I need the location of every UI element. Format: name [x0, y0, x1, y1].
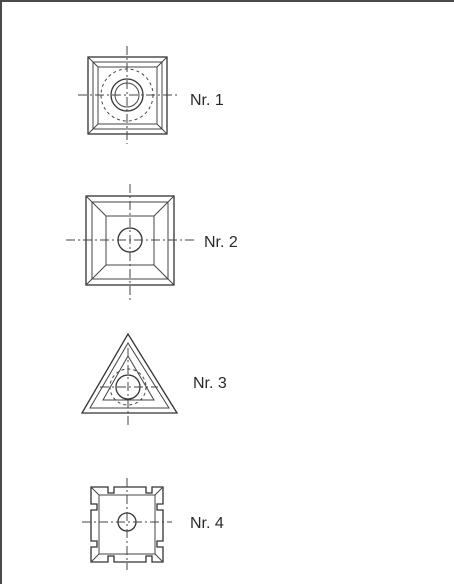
- insert-4-drawing: [82, 478, 172, 570]
- insert-3-label: Nr. 3: [193, 375, 227, 392]
- insert-2-label: Nr. 2: [204, 234, 238, 251]
- insert-1-label: Nr. 1: [190, 92, 224, 109]
- insert-2-drawing: [66, 184, 194, 300]
- insert-3-drawing: [80, 332, 179, 425]
- insert-4-label: Nr. 4: [190, 515, 224, 532]
- insert-1-drawing: [78, 46, 177, 144]
